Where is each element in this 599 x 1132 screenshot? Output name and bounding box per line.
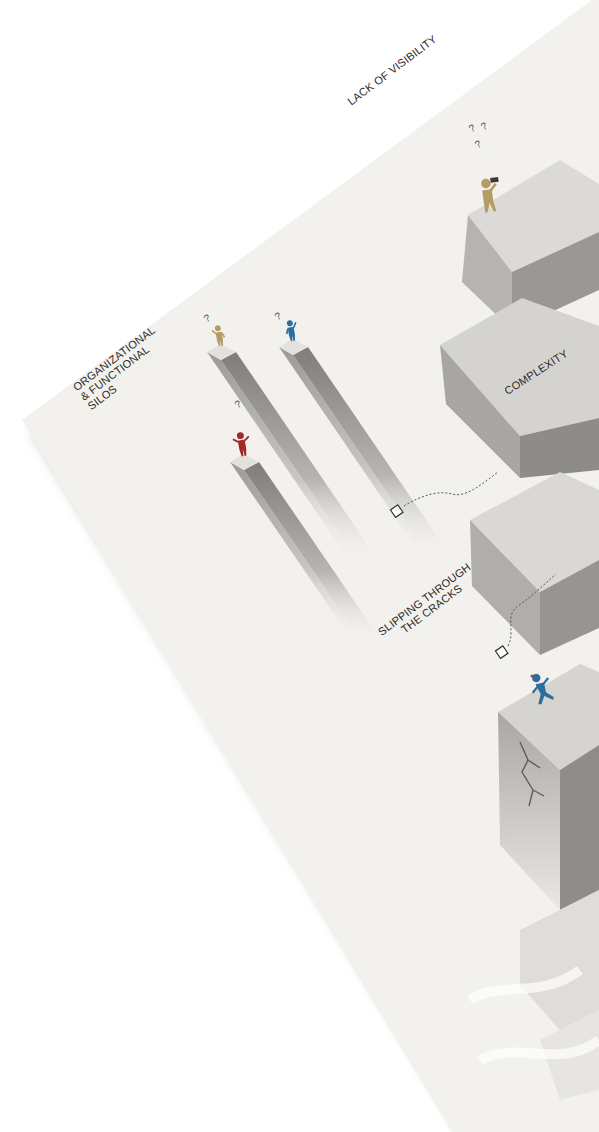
- question-mark: ?: [233, 398, 243, 410]
- silo-pillar: [293, 347, 448, 560]
- crack: [520, 742, 544, 806]
- problem-label: COMPLEXITY: [502, 347, 570, 397]
- dotted-trail: [404, 472, 498, 506]
- spark-dot: [531, 675, 534, 678]
- question-mark: ?: [467, 122, 477, 134]
- block-side: [540, 560, 599, 655]
- block-side: [520, 418, 599, 478]
- problem-label: SLIPPING THROUGH THE CRACKS: [372, 558, 484, 651]
- dotted-trail: [508, 574, 556, 646]
- problem-label: ORGANIZATIONAL & FUNCTIONAL SILOS: [71, 320, 177, 413]
- question-mark: ?: [273, 310, 283, 322]
- mist: [470, 970, 599, 1060]
- question-mark: ?: [473, 138, 483, 150]
- silo-pillar: [244, 462, 379, 645]
- problem-label: LACK OF VISIBILITY: [345, 33, 439, 108]
- question-mark: ?: [479, 120, 489, 132]
- binocular-figure: [481, 177, 503, 213]
- small-square: [390, 505, 403, 518]
- person-figure: [232, 431, 252, 458]
- block-top: [520, 890, 599, 1030]
- block-side: [470, 520, 540, 655]
- silo-pillar: [230, 462, 364, 645]
- small-square: [495, 646, 508, 659]
- silo-top: [279, 339, 308, 355]
- person-figure: [284, 319, 298, 342]
- block-side: [440, 345, 520, 478]
- silo-top: [230, 454, 259, 470]
- block-side: [498, 712, 560, 910]
- block-side: [560, 745, 599, 910]
- question-mark: ?: [202, 312, 212, 324]
- person-figure: [211, 324, 225, 347]
- silo-top: [207, 344, 236, 360]
- sheet: [22, 0, 599, 1132]
- running-figure: [527, 670, 556, 706]
